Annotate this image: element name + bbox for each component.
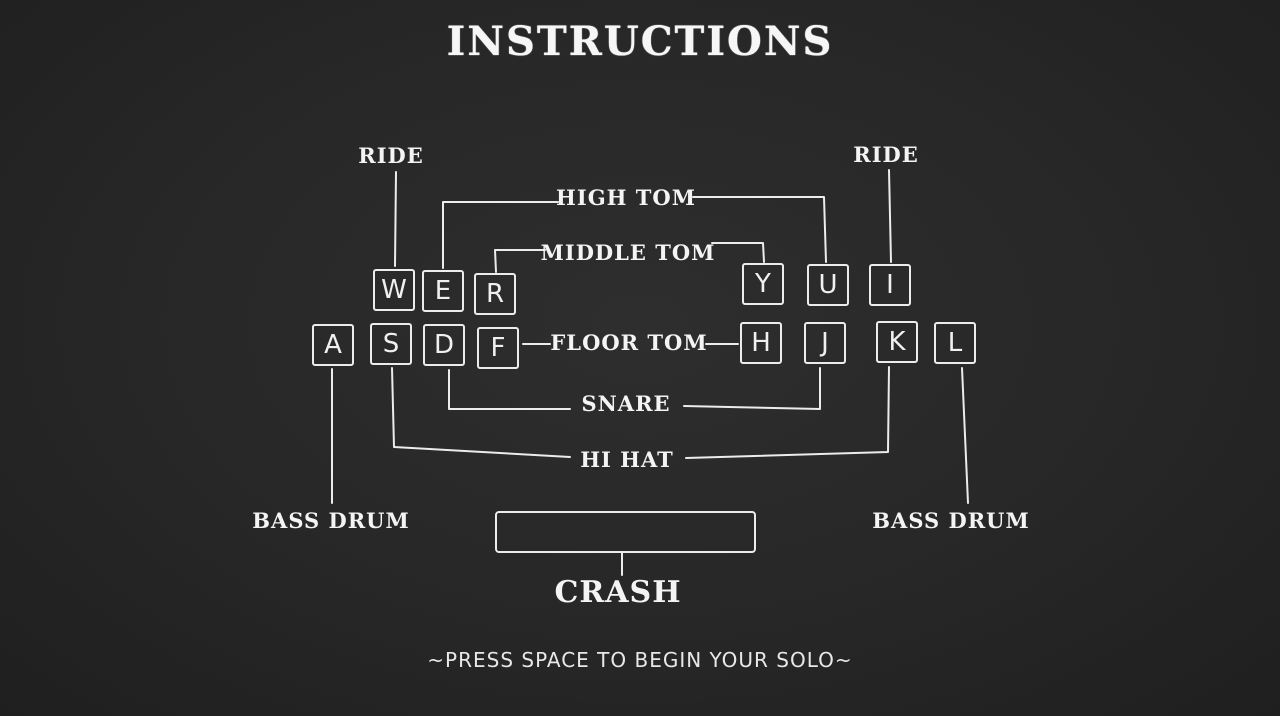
key-l: L: [934, 322, 976, 364]
key-y: Y: [742, 263, 784, 305]
bass-drum-right-line: [961, 367, 969, 504]
hi-hat-line-left: [391, 367, 571, 458]
key-s: S: [370, 323, 412, 365]
key-k: K: [876, 321, 918, 363]
key-e: E: [422, 270, 464, 312]
high-tom-line-left: [442, 201, 559, 269]
bass-drum-right-label: BASS DRUM: [872, 508, 1030, 533]
start-prompt: ~PRESS SPACE TO BEGIN YOUR SOLO~: [427, 648, 853, 672]
middle-tom-line-left: [494, 249, 546, 273]
snare-line-left: [448, 369, 571, 410]
key-f: F: [477, 327, 519, 369]
ride-left-label: RIDE: [358, 143, 424, 168]
key-h: H: [740, 322, 782, 364]
crash-label: CRASH: [554, 575, 682, 610]
key-r: R: [474, 273, 516, 315]
floor-tom-label: FLOOR TOM: [550, 330, 708, 355]
hi-hat-line-right: [685, 366, 890, 459]
ride-left-line: [394, 171, 397, 267]
ride-right-label: RIDE: [853, 142, 919, 167]
key-i: I: [869, 264, 911, 306]
high-tom-label: HIGH TOM: [556, 185, 696, 210]
key-a: A: [312, 324, 354, 366]
snare-label: SNARE: [581, 391, 671, 416]
key-w: W: [373, 269, 415, 311]
key-d: D: [423, 324, 465, 366]
bass-drum-left-label: BASS DRUM: [252, 508, 410, 533]
page-title: INSTRUCTIONS: [446, 18, 834, 65]
ride-right-line: [888, 169, 892, 263]
key-j: J: [804, 322, 846, 364]
high-tom-line-right: [692, 196, 827, 263]
key-u: U: [807, 264, 849, 306]
snare-line-right: [683, 367, 821, 410]
space-bar-key: [495, 511, 756, 553]
middle-tom-label: MIDDLE TOM: [540, 240, 716, 265]
middle-tom-line-right: [711, 242, 765, 263]
hi-hat-label: HI HAT: [580, 447, 674, 472]
